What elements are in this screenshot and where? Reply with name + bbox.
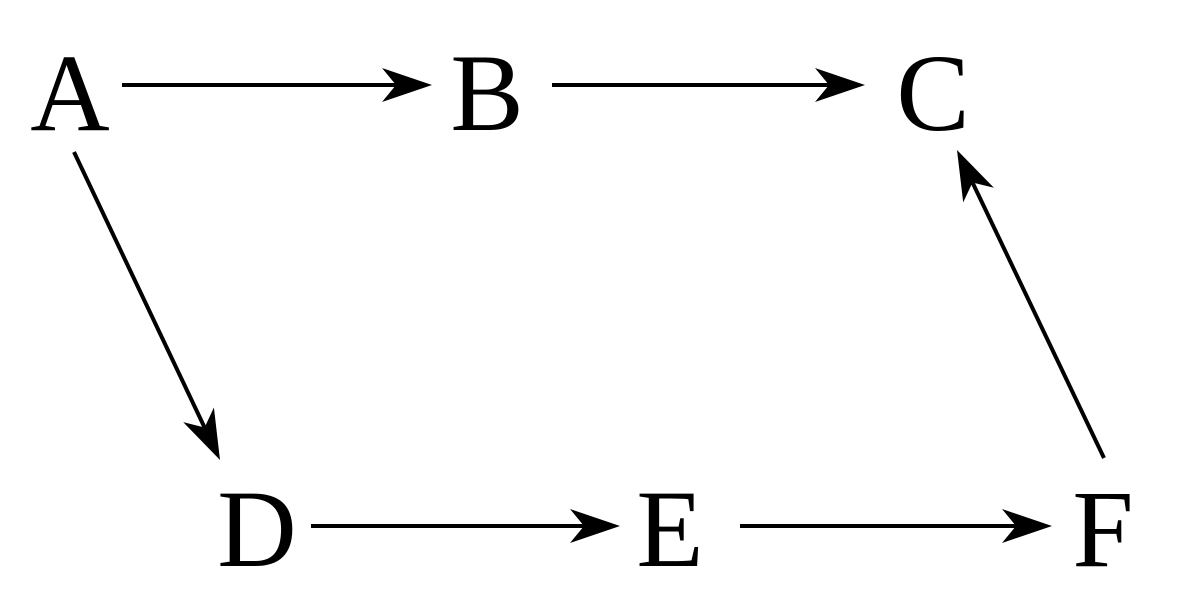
edge-d-to-e [311,509,620,543]
node-b-label: B [450,32,523,154]
edge-a-to-b [122,68,432,102]
node-e-label: E [636,468,703,590]
arrowhead-icon [570,509,620,543]
nodes-layer: A B C D E F [30,32,1133,590]
edge-line [72,151,207,429]
edge-line [970,181,1106,459]
arrowhead-icon [1002,509,1052,543]
node-a-label: A [30,32,109,154]
node-f-label: F [1072,468,1133,590]
edge-a-to-d [72,151,220,460]
node-d-label: D [217,468,296,590]
node-c-label: C [896,32,969,154]
edge-b-to-c [552,68,865,102]
edge-e-to-f [740,509,1052,543]
arrowhead-icon [957,150,994,203]
edge-f-to-c [957,150,1106,459]
arrowhead-icon [183,407,220,460]
arrowhead-icon [382,68,432,102]
edges-layer [72,68,1106,543]
arrowhead-icon [815,68,865,102]
